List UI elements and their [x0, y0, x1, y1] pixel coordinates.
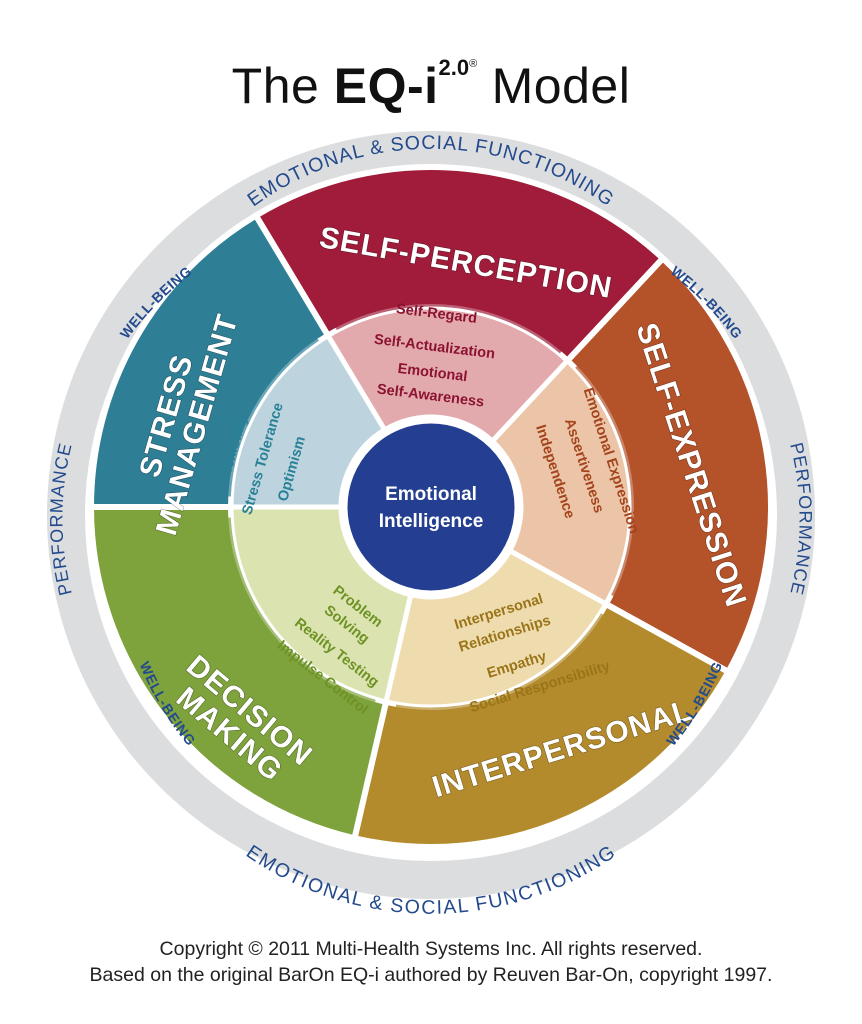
self-perception-inner-wedge [324, 304, 571, 445]
self-expression-divider [575, 365, 635, 597]
title-suffix: Model [491, 58, 631, 114]
interpersonal-inner-wedge [383, 547, 610, 710]
self-perception-divider [335, 303, 562, 354]
decision-making-divider [227, 517, 376, 703]
interpersonal-divider [395, 613, 604, 711]
stress-management-inner-wedge [228, 332, 389, 510]
center-line-2: Intelligence [379, 511, 484, 532]
attribution-line: Based on the original BarOn EQ-i authore… [89, 964, 773, 986]
title-prefix: The [231, 58, 320, 114]
center-circle [342, 418, 520, 596]
page-title: The EQ-i2.0® Model [0, 34, 862, 116]
self-expression-inner-wedge [488, 357, 634, 608]
title-version: 2.0® [438, 55, 478, 80]
stress-management-divider [227, 338, 319, 497]
center-line-1: Emotional [385, 484, 477, 505]
copyright-line: Copyright © 2011 Multi-Health Systems In… [159, 938, 703, 960]
registered-mark: ® [469, 58, 478, 70]
decision-making-inner-wedge [228, 504, 414, 705]
title-brand: EQ-i [333, 58, 439, 114]
